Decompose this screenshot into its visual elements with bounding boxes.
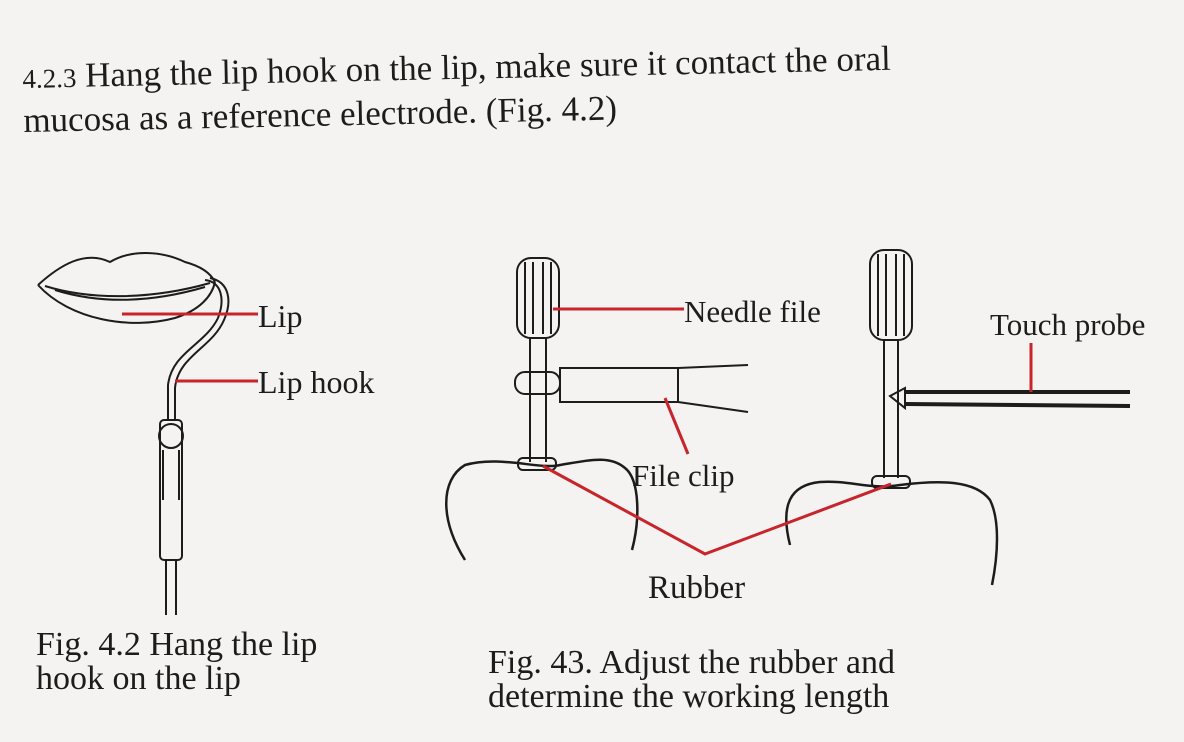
lip-hook-label: Lip hook xyxy=(258,364,374,400)
figure-4-3-caption-line-2: determine the working length xyxy=(488,678,890,715)
lip-hook-drawing xyxy=(158,277,230,615)
figure-4-2-caption-line-1: Fig. 4.2 Hang the lip xyxy=(36,626,318,663)
leader-lines xyxy=(542,307,1033,556)
touch-probe-label: Touch probe xyxy=(990,307,1145,342)
figure-4-3-caption: Fig. 43. Adjust the rubber and determine… xyxy=(488,646,895,714)
right-file-drawing xyxy=(869,249,913,489)
teeth-drawing xyxy=(445,458,999,586)
left-file-drawing xyxy=(514,257,749,471)
figure-4-2-caption-line-2: hook on the lip xyxy=(36,660,241,697)
rubber-label: Rubber xyxy=(648,570,745,606)
rubber-leader-line xyxy=(542,464,892,556)
file-clip-label: File clip xyxy=(632,458,734,493)
figure-4-2-caption: Fig. 4.2 Hang the lip hook on the lip xyxy=(36,628,317,696)
file-clip-leader-line xyxy=(663,397,690,455)
lip-label: Lip xyxy=(258,298,302,334)
needle-file-label: Needle file xyxy=(684,294,821,329)
touch-probe-drawing xyxy=(888,386,1131,411)
figure-4-3-caption-line-1: Fig. 43. Adjust the rubber and xyxy=(488,644,896,681)
lip-drawing xyxy=(37,252,216,324)
